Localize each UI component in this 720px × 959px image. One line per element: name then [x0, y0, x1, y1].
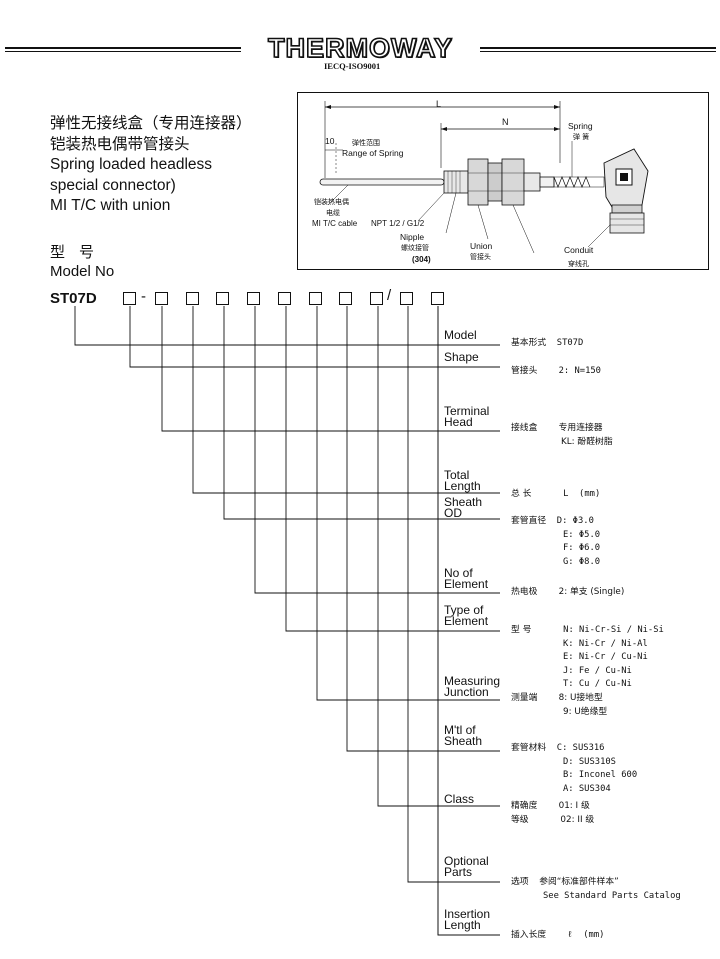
dim-L-label: L — [436, 99, 442, 109]
union-label-cn: 管接头 — [470, 253, 491, 261]
connector-terminal-head — [161, 306, 500, 432]
code-box-3 — [186, 292, 199, 305]
connector-no-of-element — [254, 306, 500, 594]
code-box-10 — [400, 292, 413, 305]
code-slash: / — [387, 287, 392, 304]
field-desc-class: 精确度 01: I 级等级 02: II 级 — [511, 801, 595, 825]
field-desc-insertion-length: 插入长度 ℓ (mm) — [511, 930, 605, 940]
connector-shape — [129, 306, 500, 368]
cable-label-cn-2: 电缆 — [326, 209, 340, 217]
code-box-8 — [339, 292, 352, 305]
field-desc-shape: 管接头 2: N=150 — [511, 366, 601, 376]
code-box-11 — [431, 292, 444, 305]
connector-measuring-junction — [316, 306, 500, 701]
spring-label-cn: 弹 簧 — [573, 133, 590, 141]
connector-type-of-element — [285, 306, 500, 632]
product-drawing — [319, 101, 649, 254]
model-no-heading: 型号 Model No — [50, 243, 114, 281]
header-rule-left — [5, 47, 241, 49]
dim-N-label: N — [502, 117, 509, 127]
header-rule-left-thin — [5, 51, 241, 52]
model-no-cn: 型号 — [50, 244, 109, 261]
field-desc-total-length: 总 长 L (mm) — [511, 489, 601, 499]
title-line-5: MI T/C with union — [50, 197, 171, 214]
npt-label: NPT 1/2 / G1/2 — [371, 219, 425, 228]
product-title-block: 弹性无接线盒（专用连接器） 铠装热电偶带管接头 Spring loaded he… — [50, 114, 252, 217]
connector-mtl-of-sheath — [346, 306, 500, 752]
nipple-material-label: (304) — [412, 255, 431, 264]
range-label-cn: 弹性范围 — [352, 139, 380, 147]
brand-logo: THERMOWAY — [267, 32, 454, 64]
code-box-2 — [155, 292, 168, 305]
code-box-6 — [278, 292, 291, 305]
title-line-2: 铠装热电偶带管接头 — [50, 135, 190, 153]
connector-total-length — [192, 306, 500, 494]
code-box-4 — [216, 292, 229, 305]
code-dash: - — [141, 288, 146, 305]
cable-label-cn-1: 铠装热电偶 — [314, 198, 349, 206]
nipple-label-cn: 螺纹接管 — [401, 244, 429, 252]
connector-class — [377, 306, 500, 807]
model-no-en: Model No — [50, 263, 115, 280]
connector-model — [74, 306, 500, 346]
code-box-7 — [309, 292, 322, 305]
code-box-9 — [370, 292, 383, 305]
spring-label-en: Spring — [568, 121, 593, 131]
title-line-4: special connector) — [50, 176, 176, 194]
field-desc-no-of-element: 热电极 2: 单支 (Single) — [511, 587, 625, 597]
code-box-5 — [247, 292, 260, 305]
field-label-model: Model — [444, 328, 477, 342]
field-desc-optional-parts: 选项 参阅“标准部件样本”See Standard Parts Catalog — [511, 877, 681, 901]
nipple-label-en: Nipple — [400, 232, 425, 242]
field-label-shape: Shape — [444, 350, 479, 364]
model-code: ST07D — [50, 290, 97, 307]
union-label-en: Union — [470, 241, 493, 251]
header-rule-right — [480, 47, 716, 49]
connector-optional-parts — [407, 306, 500, 883]
conduit-label-cn: 穿线孔 — [568, 260, 589, 268]
header-rule-right-thin — [480, 51, 716, 52]
field-desc-model: 基本形式 ST07D — [511, 338, 584, 348]
product-diagram: L N 10 弹性范围 Range of Spring Spring 弹 簧 铠… — [297, 92, 709, 270]
title-line-1: 弹性无接线盒（专用连接器） — [50, 115, 252, 132]
conduit-label-en: Conduit — [564, 245, 594, 255]
title-line-3: Spring loaded headless — [50, 156, 213, 173]
cable-label-en: MI T/C cable — [312, 219, 358, 228]
code-box-1 — [123, 292, 136, 305]
page-header — [0, 30, 720, 80]
certification-text: IECQ-ISO9001 — [324, 61, 381, 71]
field-label-class: Class — [444, 792, 475, 806]
range-label-en: Range of Spring — [342, 148, 404, 158]
dim-10-label: 10 — [325, 136, 335, 146]
